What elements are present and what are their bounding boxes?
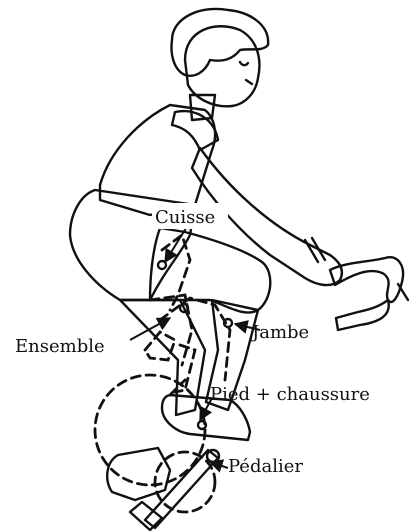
leg-label: Jambe <box>250 322 309 343</box>
assembly-label: Ensemble <box>15 336 105 357</box>
assembly-arrow <box>130 318 170 340</box>
foot-label: Pied + chaussure <box>210 384 370 405</box>
assembly-small-outline <box>145 332 175 360</box>
hip-joint <box>158 261 166 269</box>
crankset-label: Pédalier <box>228 456 303 477</box>
thigh-label: Cuisse <box>155 207 215 228</box>
foot-crank-circle <box>95 375 205 485</box>
foot-joint <box>198 421 206 429</box>
leg-joint <box>224 319 232 327</box>
head <box>172 9 269 120</box>
